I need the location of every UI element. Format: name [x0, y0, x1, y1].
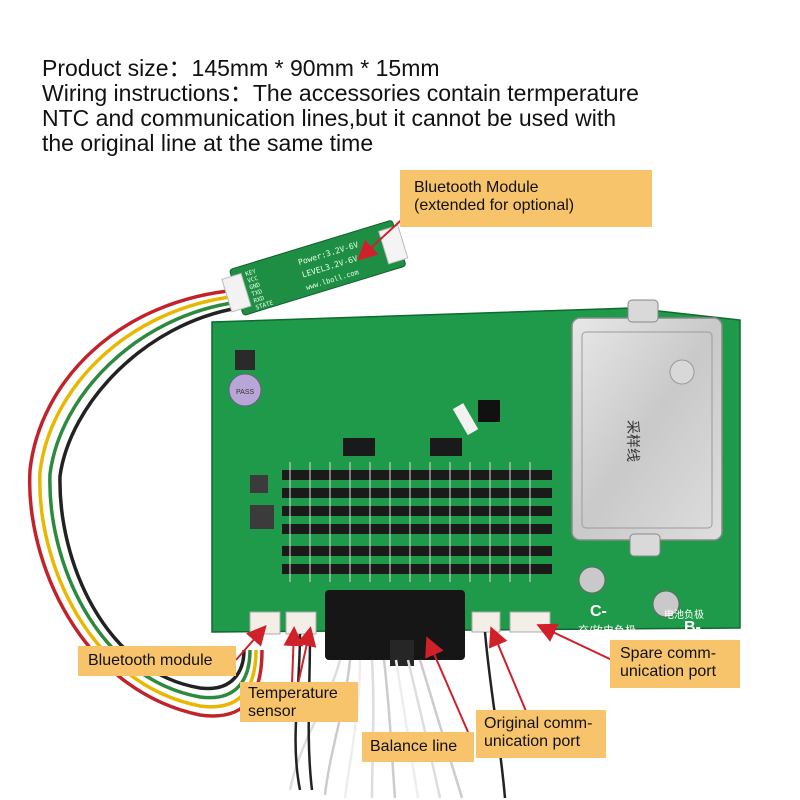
- callout-bluetooth-module-text: Bluetooth module: [88, 652, 213, 669]
- callout-spare-communication-port: Spare comm- unication port: [610, 640, 740, 688]
- callout-original-communication-port: Original comm- unication port: [476, 710, 606, 758]
- callout-temperature-sensor: Temperature sensor: [240, 682, 358, 722]
- product-description: Product size：145mm * 90mm * 15mm Wiring …: [42, 56, 782, 156]
- battery-negative-label: 电池负极: [664, 608, 704, 621]
- callout-balance-line: Balance line: [362, 732, 474, 762]
- sampling-line-text: 采样线: [625, 420, 641, 462]
- components: PASS C- B- 充/放电负极 电池负极: [228, 350, 704, 637]
- wiring-instructions-line-2: NTC and communication lines,but it canno…: [42, 105, 617, 131]
- callout-bluetooth-module-optional-line-2: (extended for optional): [414, 197, 575, 214]
- callout-bluetooth-module-optional-line-1: Bluetooth Module: [414, 179, 539, 196]
- callout-balance-line-text: Balance line: [370, 738, 458, 755]
- bluetooth-cable: [27, 288, 264, 718]
- module-pin-label: VCC: [247, 275, 260, 285]
- c-minus-label: C-: [590, 603, 607, 620]
- callout-original-communication-port-line-2: unication port: [484, 733, 581, 750]
- callout-original-communication-port-line-1: Original comm-: [484, 715, 593, 732]
- sampling-plate: 采样线: [571, 299, 723, 557]
- product-size-text: Product size：145mm * 90mm * 15mm: [42, 55, 440, 81]
- callout-bluetooth-module-optional: Bluetooth Module (extended for optional): [400, 170, 652, 227]
- pass-sticker-text: PASS: [236, 389, 254, 396]
- bluetooth-module: Power:3.2V-6V LEVEL3.2V-6V www.lboll.com…: [221, 220, 409, 316]
- module-pin-label: TXD: [251, 288, 264, 298]
- callout-arrows: [235, 211, 613, 733]
- module-pin-label: KEY: [245, 268, 258, 278]
- callout-bluetooth-module: Bluetooth module: [78, 646, 236, 676]
- b-minus-label: B-: [684, 619, 701, 636]
- wiring-instructions-line-1: Wiring instructions：The accessories cont…: [42, 80, 639, 106]
- module-pin-label: RXD: [253, 295, 266, 305]
- callout-temperature-sensor-line-1: Temperature: [248, 685, 338, 702]
- module-pin-label: GND: [249, 281, 262, 291]
- wiring-instructions-line-3: the original line at the same time: [42, 130, 374, 156]
- callout-spare-communication-port-line-2: unication port: [620, 663, 717, 680]
- main-pcb: 采样线 PASS: [211, 299, 741, 799]
- callout-temperature-sensor-line-2: sensor: [248, 703, 297, 720]
- callout-spare-communication-port-line-1: Spare comm-: [620, 645, 717, 662]
- charge-discharge-negative-label: 充/放电负极: [578, 623, 636, 637]
